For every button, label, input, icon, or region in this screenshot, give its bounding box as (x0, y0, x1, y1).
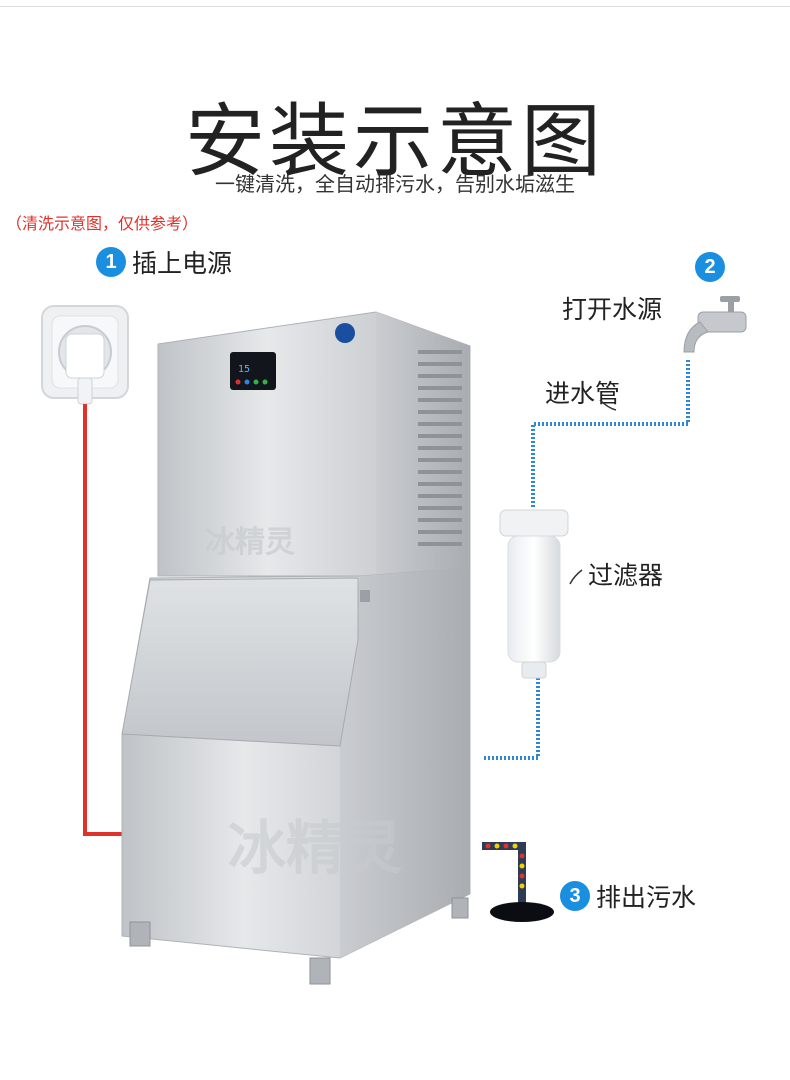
faucet-icon (683, 296, 747, 353)
filter-label: 过滤器 (588, 561, 664, 590)
page-title: 安装示意图 (185, 94, 605, 188)
step-water-badge-wrap: 2 (695, 252, 731, 282)
filter-pointer (569, 569, 583, 585)
panel-display: 15 (238, 364, 250, 375)
inlet-pipe-label: 进水管 (545, 379, 621, 408)
top-divider (0, 6, 790, 7)
brand-logo-icon (335, 323, 355, 343)
control-panel (230, 352, 276, 390)
step-2-label: 打开水源 (562, 295, 663, 324)
inlet-pointer (599, 399, 617, 411)
reference-note: （清洗示意图，仅供参考） (6, 214, 199, 233)
step-2-badge: 2 (695, 252, 725, 282)
wall-socket-icon (41, 305, 129, 405)
inlet-pipe (531, 360, 690, 508)
ice-machine: 15 (121, 311, 471, 985)
machine-watermark-lower: 冰精灵 (228, 814, 402, 882)
outlet-pipe (482, 678, 540, 760)
step-drain: 3 排出污水 (560, 878, 696, 914)
step-1-label: 插上电源 (132, 249, 233, 278)
power-cord (83, 404, 126, 836)
water-filter-icon (499, 509, 569, 679)
vent-grille (418, 350, 462, 546)
page-subtitle: 一键清洗，全自动排污水，告别水垢滋生 (215, 172, 575, 196)
step-3-label: 排出污水 (596, 883, 697, 912)
step-1-badge: 1 (96, 247, 126, 277)
step-3-badge: 3 (560, 881, 590, 911)
step-power: 1 插上电源 (96, 244, 232, 280)
drain-pipe (482, 842, 554, 922)
machine-watermark-upper: 冰精灵 (205, 525, 295, 560)
